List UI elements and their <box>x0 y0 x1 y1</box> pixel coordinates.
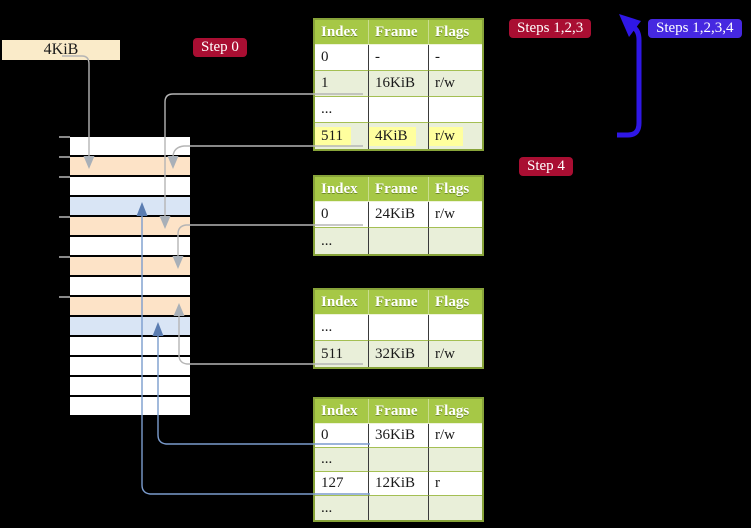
cell-index: 511 <box>315 123 369 149</box>
cell-index: ... <box>315 97 369 123</box>
cell-frame: 24KiB <box>369 202 429 228</box>
table-row: ... <box>315 228 482 254</box>
cell-frame: 12KiB <box>369 472 429 496</box>
column-header-flags: Flags <box>429 20 482 45</box>
cell-flags <box>429 448 482 472</box>
memory-frame-row-white <box>70 237 190 255</box>
highlighted-value: r/w <box>429 126 463 146</box>
address-tick <box>59 136 70 138</box>
address-tick <box>59 156 70 158</box>
column-header-frame: Frame <box>369 399 429 424</box>
cell-flags: r <box>429 472 482 496</box>
table-row: ... <box>315 97 482 123</box>
table-row: 511 4KiB r/w <box>315 123 482 149</box>
arrowhead-up-left-icon <box>619 14 641 37</box>
address-tick <box>59 216 70 218</box>
column-header-flags: Flags <box>429 290 482 315</box>
column-header-index: Index <box>315 20 369 45</box>
memory-frame-row-white <box>70 337 190 355</box>
cell-index: 0 <box>315 45 369 71</box>
cell-flags: r/w <box>429 424 482 448</box>
memory-frame-row-white <box>70 137 190 155</box>
cell-index: 0 <box>315 424 369 448</box>
cell-index: ... <box>315 228 369 254</box>
cell-index: 511 <box>315 341 369 367</box>
column-header-frame: Frame <box>369 290 429 315</box>
cell-frame: 4KiB <box>369 123 429 149</box>
column-header-index: Index <box>315 177 369 202</box>
column-header-flags: Flags <box>429 177 482 202</box>
cell-flags: r/w <box>429 202 482 228</box>
cell-index: 0 <box>315 202 369 228</box>
memory-frame-row-peach <box>70 297 190 315</box>
cell-index: ... <box>315 496 369 520</box>
memory-frame-row-peach <box>70 217 190 235</box>
column-header-index: Index <box>315 399 369 424</box>
step-0-badge: Step 0 <box>193 38 247 57</box>
cell-frame: 16KiB <box>369 71 429 97</box>
cell-frame: 32KiB <box>369 341 429 367</box>
cell-flags: r/w <box>429 341 482 367</box>
cell-flags <box>429 228 482 254</box>
cell-index: ... <box>315 315 369 341</box>
table-row: ... <box>315 496 482 520</box>
step-4-badge: Step 4 <box>519 157 573 176</box>
cell-index: 1 <box>315 71 369 97</box>
column-header-frame: Frame <box>369 20 429 45</box>
frame-size-label: 4KiB <box>2 40 120 60</box>
cell-flags <box>429 496 482 520</box>
table-row: ... <box>315 448 482 472</box>
steps-1-2-3-4-badge: Steps 1,2,3,4 <box>648 19 742 38</box>
cell-flags: r/w <box>429 123 482 149</box>
cell-flags: r/w <box>429 71 482 97</box>
cell-flags <box>429 97 482 123</box>
table-row: 0-- <box>315 45 482 71</box>
column-header-index: Index <box>315 290 369 315</box>
table-row: ... <box>315 315 482 341</box>
memory-frame-row-white <box>70 277 190 295</box>
cell-frame <box>369 228 429 254</box>
cell-frame: - <box>369 45 429 71</box>
highlighted-value: 4KiB <box>369 126 416 146</box>
memory-frame-row-white <box>70 377 190 395</box>
memory-frame-row-blue <box>70 197 190 215</box>
cell-frame <box>369 496 429 520</box>
memory-frame-row-peach <box>70 257 190 275</box>
memory-frame-row-white <box>70 397 190 415</box>
address-tick <box>59 296 70 298</box>
cell-frame <box>369 97 429 123</box>
cell-frame <box>369 315 429 341</box>
memory-frame-row-peach <box>70 157 190 175</box>
cell-index: 127 <box>315 472 369 496</box>
cell-frame: 36KiB <box>369 424 429 448</box>
memory-frame-row-white <box>70 357 190 375</box>
address-tick <box>59 256 70 258</box>
memory-frame-row-white <box>70 177 190 195</box>
highlighted-value: 511 <box>315 126 351 146</box>
loop-arrow-step4-to-steps123 <box>617 23 642 138</box>
memory-frame-row-blue <box>70 317 190 335</box>
column-header-frame: Frame <box>369 177 429 202</box>
address-tick <box>59 176 70 178</box>
cell-flags: - <box>429 45 482 71</box>
column-header-flags: Flags <box>429 399 482 424</box>
cell-flags <box>429 315 482 341</box>
steps-1-2-3-badge: Steps 1,2,3 <box>509 19 592 38</box>
cell-index: ... <box>315 448 369 472</box>
cell-frame <box>369 448 429 472</box>
